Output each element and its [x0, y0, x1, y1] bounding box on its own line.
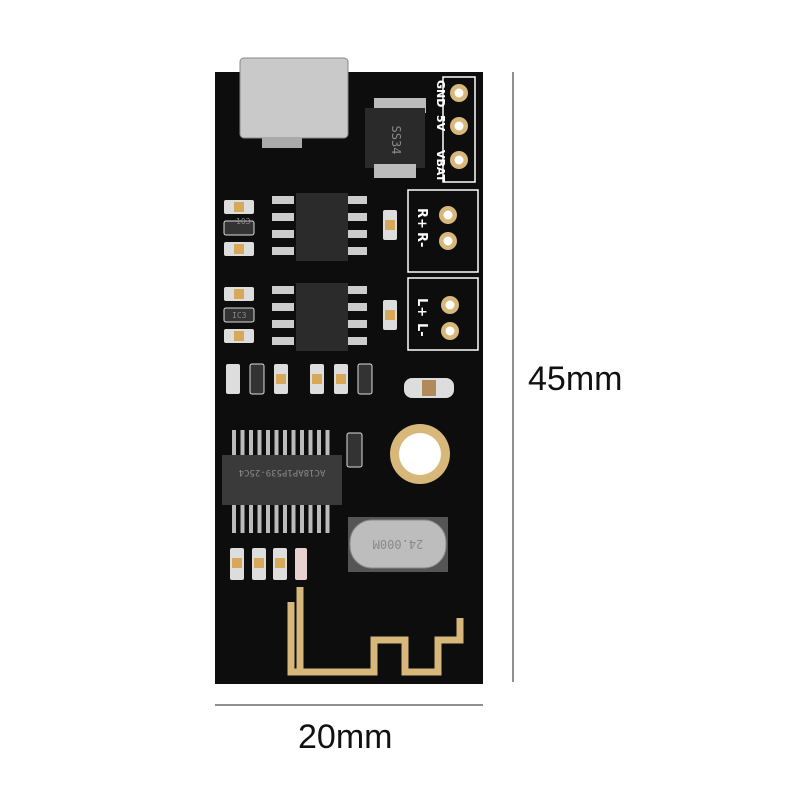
chip-pin: [249, 505, 253, 533]
chip-pin: [257, 430, 262, 455]
svg-text:SS34: SS34: [389, 126, 403, 155]
chip-pin: [325, 505, 330, 533]
chip-pin: [266, 505, 270, 533]
label-5v: 5V: [434, 115, 447, 132]
width-label: 20mm: [298, 718, 393, 756]
label-l-plus: L+: [414, 298, 429, 317]
label-r-minus: R-: [414, 232, 429, 247]
pcb-antenna-trace: [287, 587, 464, 676]
crystal-oscillator: 24.000M: [348, 517, 448, 572]
svg-text:AC18AP1P539-25C4: AC18AP1P539-25C4: [239, 467, 326, 477]
label-r-plus: R+: [414, 208, 429, 229]
chip-pin: [300, 430, 304, 455]
bluetooth-chip: AC18AP1P539-25C4: [222, 430, 342, 533]
label-gnd: GND: [434, 80, 447, 107]
chip-pin: [300, 505, 304, 533]
diode-ss34: SS34: [365, 98, 426, 178]
chip-pin: [274, 505, 279, 533]
chip-pin: [240, 430, 245, 455]
chip-pin: [308, 430, 313, 455]
height-label: 45mm: [528, 360, 623, 398]
power-header-pads: [442, 76, 476, 183]
chip-pin: [232, 430, 236, 455]
speaker-pads: [407, 189, 479, 351]
resistor-marking-103: 103: [236, 217, 251, 226]
chip-pin: [317, 505, 321, 533]
chip-pin: [308, 505, 313, 533]
chip-pin: [325, 430, 330, 455]
chip-pin: [274, 430, 279, 455]
chip-pin: [240, 505, 245, 533]
amplifier-chip-2: [272, 283, 367, 351]
chip-pin: [291, 505, 296, 533]
chip-pin: [266, 430, 270, 455]
chip-pin: [283, 505, 287, 533]
chip-pin: [249, 430, 253, 455]
passive-components: [223, 200, 454, 580]
label-vbat: VBAT: [434, 150, 447, 183]
chip-pin: [257, 505, 262, 533]
label-l-minus: L-: [414, 323, 429, 337]
chip-pin: [283, 430, 287, 455]
amplifier-chip-1: [272, 193, 367, 261]
chip-pin: [232, 505, 236, 533]
micro-usb-connector: [239, 57, 349, 148]
resistor-marking-ic3: IC3: [232, 311, 247, 320]
svg-text:24.000M: 24.000M: [373, 537, 424, 551]
chip-pin: [291, 430, 296, 455]
mounting-hole: [390, 424, 450, 484]
chip-pin: [317, 430, 321, 455]
